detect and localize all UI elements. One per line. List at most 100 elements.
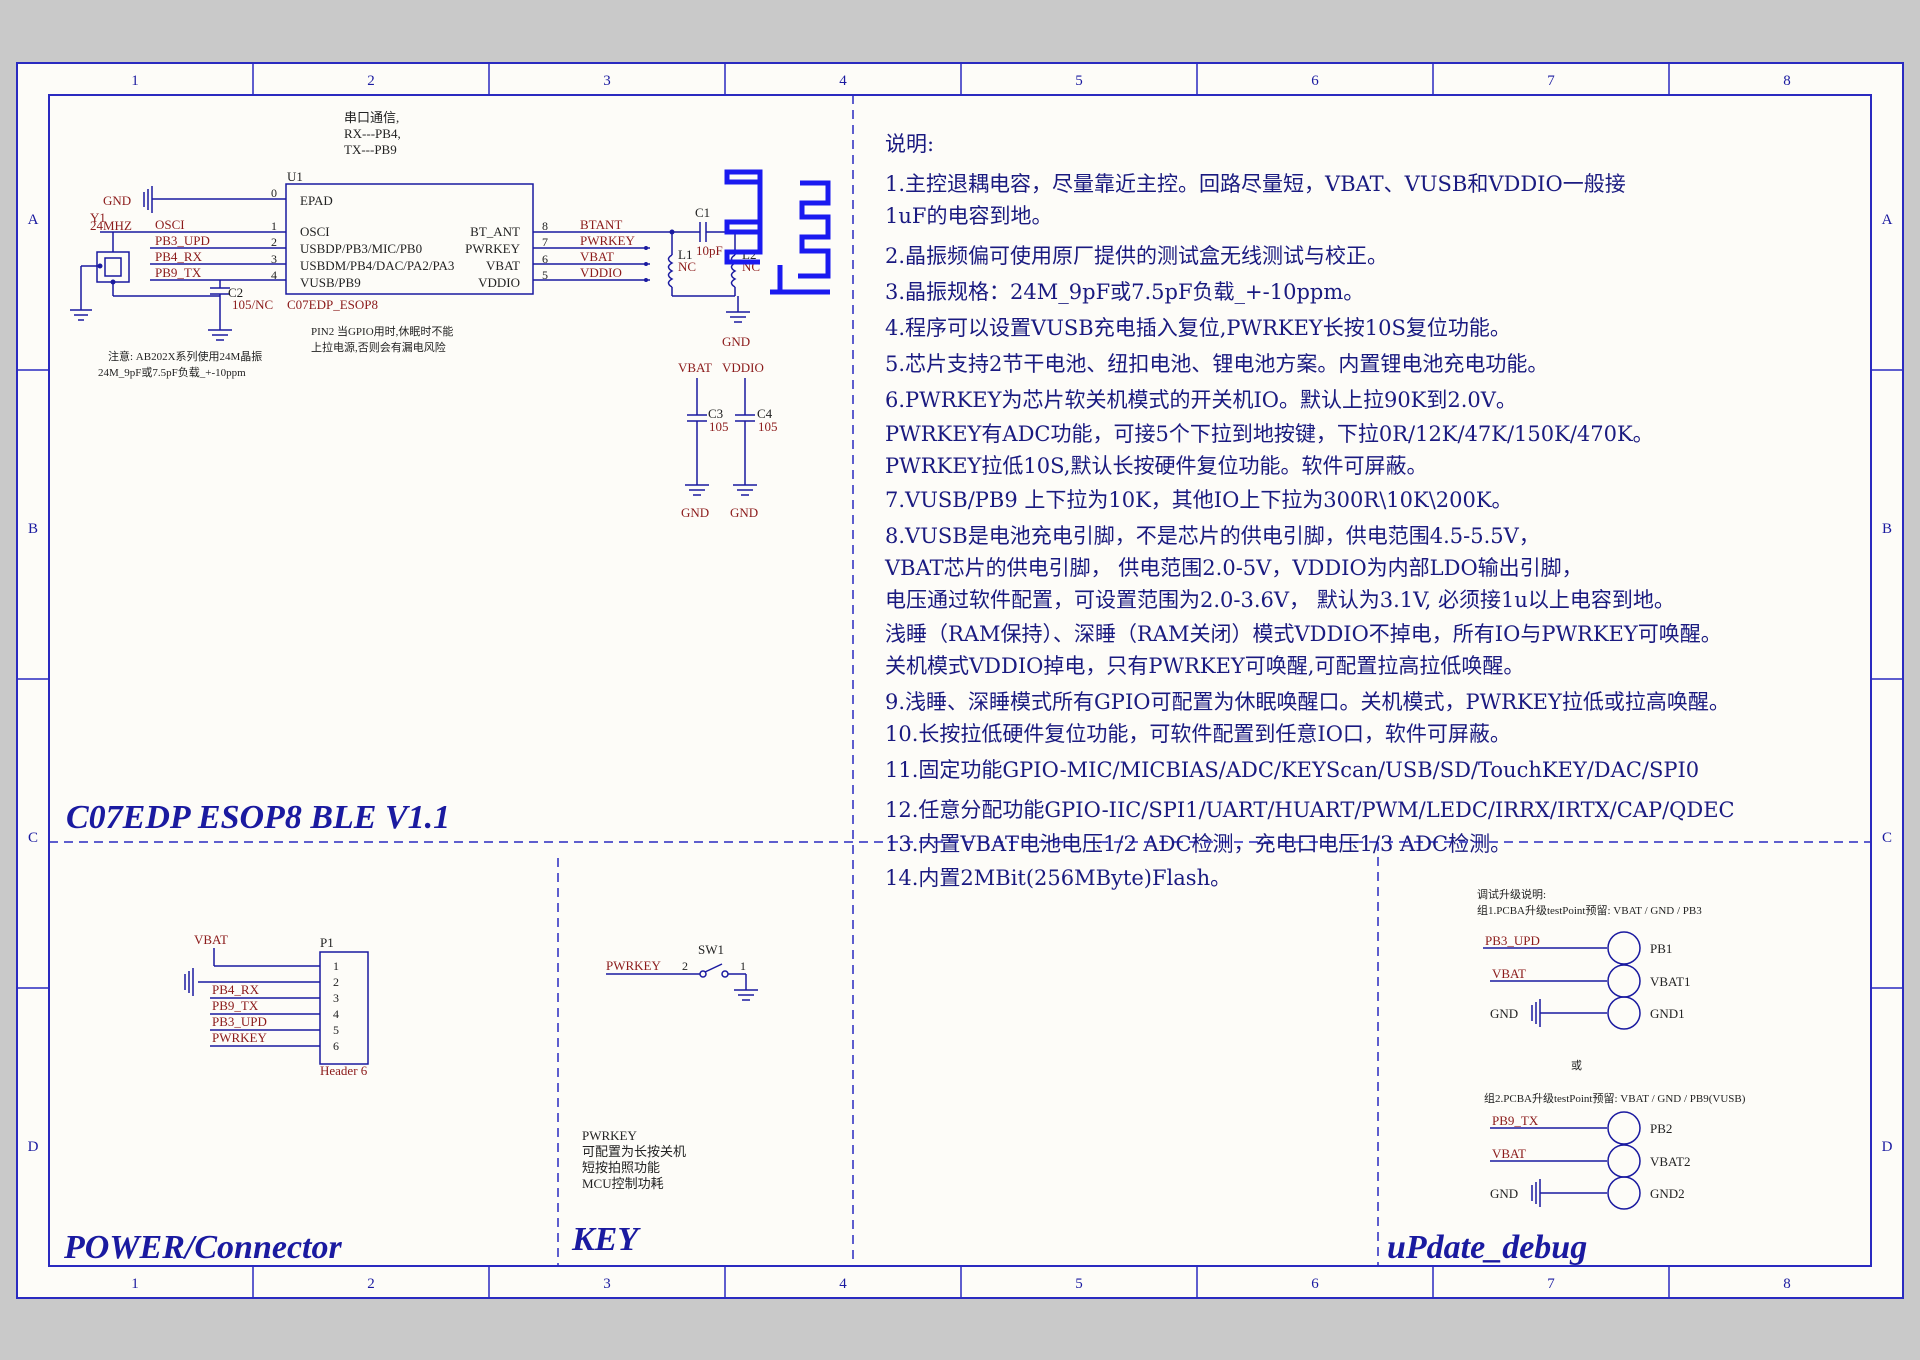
section-dividers: [49, 95, 1871, 1266]
inductor-value: NC: [678, 259, 696, 274]
note-line: 6.PWRKEY为芯片软关机模式的开关机IO。默认上拉90K到2.0V。: [885, 388, 1517, 412]
note-line: 9.浅睡、深睡模式所有GPIO可配置为休眠唤醒口。关机模式，PWRKEY拉低或拉…: [885, 690, 1730, 714]
zone-column-label: 5: [1075, 73, 1083, 89]
inductor-designator: L1: [678, 247, 692, 262]
switch-pin: 1: [740, 959, 746, 973]
net-label-pb3-upd: PB3_UPD: [1485, 933, 1540, 948]
zone-column-label: 8: [1783, 1276, 1791, 1292]
zone-column-label: 6: [1311, 73, 1319, 89]
update-debug: 调试升级说明: 组1.PCBA升级testPoint预留: VBAT / GND…: [1477, 887, 1746, 1210]
net-label-vddio: VDDIO: [722, 360, 764, 375]
note-line: 浅睡（RAM保持）、深睡（RAM关闭）模式VDDIO不掉电，所有IO与PWRKE…: [885, 622, 1722, 646]
u1-pin-name: OSCI: [300, 224, 330, 239]
notes-title: 说明:: [885, 132, 935, 156]
net-label-pwrkey: PWRKEY: [580, 233, 636, 248]
zone-column-label: 8: [1783, 73, 1791, 89]
testpoint-label: VBAT2: [1650, 1154, 1690, 1169]
update-section-title: uPdate_debug: [1387, 1229, 1587, 1266]
cap-value: 105/NC: [232, 297, 273, 312]
cap-designator: C1: [695, 205, 710, 220]
connector-pin: 6: [333, 1039, 339, 1053]
zone-row-label: A: [28, 212, 39, 228]
pin-number: 2: [271, 235, 277, 249]
zone-row-label: A: [1882, 212, 1893, 228]
net-label-pwrkey: PWRKEY: [212, 1030, 268, 1045]
key-sw1: SW1 PWRKEY 2 1 PWRKEY 可配置为长按关机 短按拍照功能 MC…: [582, 942, 758, 1191]
rf-matching: C1 10pF L1 NC L2 NC GND: [665, 169, 831, 349]
net-label-vbat: VBAT: [194, 932, 228, 947]
decoupling-caps: VBAT VDDIO C3 105 C4 105 GND GND: [678, 360, 778, 520]
connector-pin: 4: [333, 1007, 339, 1021]
note-line: 7.VUSB/PB9 上下拉为10K，其他IO上下拉为300R\10K\200K…: [885, 488, 1513, 512]
net-label-osci: OSCI: [155, 217, 185, 232]
testpoint-label: PB2: [1650, 1121, 1672, 1136]
u1-designator: U1: [287, 169, 303, 184]
testpoint-label: VBAT1: [1650, 974, 1690, 989]
net-label-vbat: VBAT: [1492, 1146, 1526, 1161]
net-label-pb9-tx: PB9_TX: [155, 265, 202, 280]
connector-pin: 5: [333, 1023, 339, 1037]
net-label-btant: BTANT: [580, 217, 622, 232]
cap-designator: C4: [757, 406, 773, 421]
u1-part-name: C07EDP_ESOP8: [287, 297, 378, 312]
u1-pin-name: VUSB/PB9: [300, 275, 361, 290]
key-note-line: 可配置为长按关机: [582, 1144, 686, 1159]
cap-designator: C3: [708, 406, 723, 421]
net-label-vbat: VBAT: [1492, 966, 1526, 981]
inner-border: [48, 94, 1872, 1267]
crystal-value: 24MHZ: [90, 218, 132, 233]
u1-pin-name: PWRKEY: [465, 241, 521, 256]
pin-number: 5: [542, 268, 548, 282]
net-label-vbat: VBAT: [580, 249, 614, 264]
zone-column-label: 7: [1547, 73, 1555, 89]
note-line: 1uF的电容到地。: [885, 204, 1053, 228]
u1-pin-name: EPAD: [300, 193, 333, 208]
key-section-title: KEY: [571, 1221, 641, 1258]
zone-column-label: 3: [603, 1276, 611, 1292]
note-line: 2.晶振频偏可使用原厂提供的测试盒无线测试与校正。: [885, 244, 1389, 268]
zone-row-label: B: [1882, 521, 1892, 537]
zone-row-label: D: [1882, 1139, 1893, 1155]
zone-column-label: 5: [1075, 1276, 1083, 1292]
note-line: 14.内置2MBit(256MByte)Flash。: [885, 866, 1232, 890]
pin-number: 4: [271, 268, 277, 282]
zone-row-label: B: [28, 521, 38, 537]
note-line: 12.任意分配功能GPIO-IIC/SPI1/UART/HUART/PWM/LE…: [885, 798, 1735, 822]
key-note-line: 短按拍照功能: [582, 1160, 660, 1175]
switch-pin: 2: [682, 959, 688, 973]
u1-pin-name: USBDP/PB3/MIC/PB0: [300, 241, 422, 256]
u1-pin-name: USBDM/PB4/DAC/PA2/PA3: [300, 258, 454, 273]
connector-pin: 3: [333, 991, 339, 1005]
testpoint-label: PB1: [1650, 941, 1672, 956]
net-label-pb4-rx: PB4_RX: [212, 982, 260, 997]
connector-p1: VBAT P1 1 2 3 4 5 6 PB4_RX PB9_TX PB3_UP…: [184, 932, 369, 1078]
zone-column-label: 6: [1311, 1276, 1319, 1292]
main-title: C07EDP ESOP8 BLE V1.1: [66, 799, 450, 836]
note-line: 11.固定功能GPIO-MIC/MICBIAS/ADC/KEYScan/USB/…: [885, 758, 1700, 782]
debug-group2: 组2.PCBA升级testPoint预留: VBAT / GND / PB9(V…: [1484, 1091, 1746, 1105]
note-line: 8.VUSB是电池充电引脚，不是芯片的供电引脚，供电范围4.5-5.5V，: [885, 524, 1540, 548]
u1-pin-name: BT_ANT: [470, 224, 520, 239]
u1-pin-name: VBAT: [486, 258, 520, 273]
zone-row-label: C: [1882, 830, 1892, 846]
note-line: PWRKEY有ADC功能，可接5个下拉到地按键，下拉0R/12K/47K/150…: [885, 422, 1654, 446]
zone-row-label: C: [28, 830, 38, 846]
net-label-pb9-tx: PB9_TX: [1492, 1113, 1539, 1128]
u1-block: 串口通信, RX---PB4, TX---PB9 U1 EPAD OSCI US…: [100, 110, 665, 354]
connector-designator: P1: [320, 935, 334, 950]
serial-note-line: TX---PB9: [344, 142, 397, 157]
note-line: VBAT芯片的供电引脚， 供电范围2.0-5V，VDDIO为内部LDO输出引脚，: [885, 556, 1583, 580]
outer-border: [16, 62, 1904, 1299]
net-label-gnd: GND: [722, 334, 750, 349]
u1-pin-numbers: 0 1 2 3 4 8 7 6 5: [271, 186, 548, 282]
net-label-pwrkey: PWRKEY: [606, 958, 662, 973]
u1-body: [285, 183, 534, 295]
note-line: 电压通过软件配置，可设置范围为2.0-3.6V， 默认为3.1V, 必须接1u以…: [885, 588, 1675, 612]
cap-value: 10pF: [696, 243, 723, 258]
testpoint-label: GND1: [1650, 1006, 1685, 1021]
pin-number: 3: [271, 252, 277, 266]
net-label-gnd: GND: [103, 193, 131, 208]
connector-pin: 1: [333, 959, 339, 973]
debug-intro: 调试升级说明:: [1477, 887, 1546, 901]
